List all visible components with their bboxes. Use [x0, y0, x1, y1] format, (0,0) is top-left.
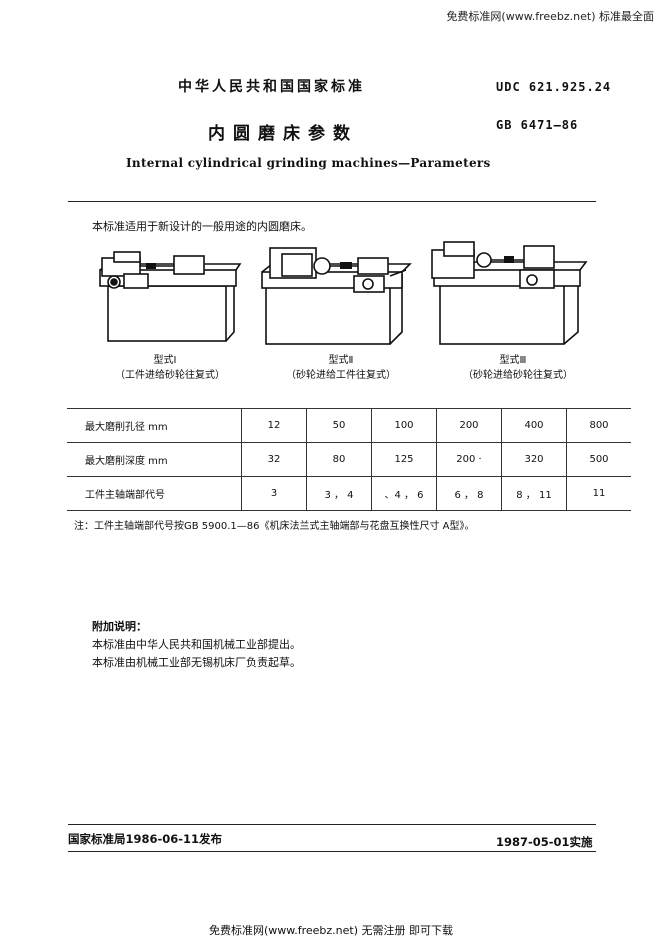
- footer-rule: [68, 851, 596, 852]
- table-cell: 6 ， 8: [436, 476, 502, 511]
- parameters-table: 最大磨削孔径 mm 12 50 100 200 400 800 最大磨削深度 m…: [67, 408, 631, 511]
- table-cell: 320: [501, 442, 567, 477]
- figure-2-desc: （砂轮进给工件往复式）: [286, 370, 396, 381]
- table-cell: 200: [436, 408, 502, 443]
- table-cell: 80: [306, 442, 372, 477]
- table-cell: 32: [241, 442, 307, 477]
- gb-number: GB 6471—86: [496, 118, 579, 132]
- authority-title: 中华人民共和国国家标准: [178, 79, 365, 95]
- table-cell: 8 ， 11: [501, 476, 567, 511]
- figure-1-label: 型式Ⅰ: [153, 355, 177, 366]
- additional-note-line: 本标准由中华人民共和国机械工业部提出。: [92, 638, 301, 651]
- table-cell: 800: [566, 408, 631, 443]
- table-row: 最大磨削孔径 mm 12 50 100 200 400 800: [67, 408, 631, 443]
- table-cell: 12: [241, 408, 307, 443]
- table-cell: 500: [566, 442, 631, 477]
- figure-3-desc: （砂轮进给砂轮往复式）: [463, 370, 573, 381]
- machine-figure-type-1: [99, 251, 242, 342]
- table-cell: 、4 ， 6: [371, 476, 437, 511]
- page-title-english: Internal cylindrical grinding machines—P…: [126, 156, 491, 170]
- row-label-spindle-nose-code: 工件主轴端部代号: [67, 476, 242, 511]
- table-row: 工件主轴端部代号 3 3 ， 4 、4 ， 6 6 ， 8 8 ， 11 11: [67, 476, 631, 511]
- table-cell: 400: [501, 408, 567, 443]
- scope-text: 本标准适用于新设计的一般用途的内圆磨床。: [92, 220, 312, 233]
- effective-date: 1987-05-01实施: [496, 835, 593, 849]
- table-row: 最大磨削深度 mm 32 80 125 200 · 320 500: [67, 442, 631, 477]
- site-footer: 免费标准网(www.freebz.net) 无需注册 即可下载: [208, 924, 454, 937]
- table-cell: 200 ·: [436, 442, 502, 477]
- table-cell: 50: [306, 408, 372, 443]
- figure-2-label: 型式Ⅱ: [328, 355, 354, 366]
- table-note: 注：工件主轴端部代号按GB 5900.1—86《机床法兰式主轴端部与花盘互换性尺…: [74, 521, 475, 532]
- additional-notes-heading: 附加说明：: [92, 620, 147, 633]
- table-cell: 3 ， 4: [306, 476, 372, 511]
- table-cell: 11: [566, 476, 631, 511]
- row-label-max-bore-diameter: 最大磨削孔径 mm: [67, 408, 242, 443]
- figure-1-desc: （工件进给砂轮往复式）: [115, 370, 225, 381]
- machine-figure-type-2: [261, 247, 412, 345]
- issue-date: 国家标准局1986-06-11发布: [68, 832, 223, 846]
- site-header: 免费标准网(www.freebz.net) 标准最全面: [446, 10, 654, 23]
- table-cell: 3: [241, 476, 307, 511]
- top-rule: [68, 201, 596, 202]
- figure-3-label: 型式Ⅲ: [499, 355, 527, 366]
- page-title: 内圆磨床参数: [208, 124, 358, 144]
- table-cell: 100: [371, 408, 437, 443]
- row-label-max-grinding-depth: 最大磨削深度 mm: [67, 442, 242, 477]
- table-cell: 125: [371, 442, 437, 477]
- udc-code: UDC 621.925.24: [496, 80, 612, 94]
- machine-figure-type-3: [431, 241, 588, 345]
- additional-note-line: 本标准由机械工业部无锡机床厂负责起草。: [92, 656, 301, 669]
- bottom-rule: [68, 824, 596, 825]
